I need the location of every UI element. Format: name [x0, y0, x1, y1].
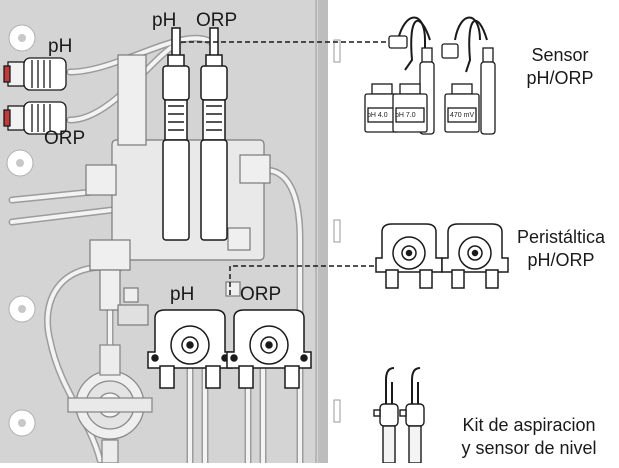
kit-callout-line1: Kit de aspiracion: [446, 414, 612, 437]
sensor-callout: Sensor pH/ORP: [508, 44, 612, 90]
sensor-callout-line1: Sensor: [508, 44, 612, 67]
pump-callout: Peristáltica pH/ORP: [506, 226, 616, 272]
pump-callout-line1: Peristáltica: [506, 226, 616, 249]
pump-callout-line2: pH/ORP: [506, 249, 616, 272]
buffer-bottle-label-1: pH 4.0: [367, 112, 388, 119]
suction-kit: [374, 368, 424, 463]
orp-sensor-label: ORP: [196, 10, 237, 32]
ph-pump-label: pH: [170, 284, 194, 306]
buffer-bottle-label-3: 470 mV: [450, 112, 474, 119]
pump-pair: [376, 224, 508, 288]
orp-connector-label: ORP: [44, 128, 85, 150]
ph-sensor-label: pH: [152, 10, 176, 32]
kit-callout: Kit de aspiracion y sensor de nivel: [446, 414, 612, 460]
sensor-callout-line2: pH/ORP: [508, 67, 612, 90]
ph-bnc-connector: [4, 58, 66, 90]
buffer-bottle-label-2: pH 7.0: [395, 112, 416, 119]
ph-connector-label: pH: [48, 36, 72, 58]
kit-callout-line2: y sensor de nivel: [446, 437, 612, 460]
orp-pump-label: ORP: [240, 284, 281, 306]
